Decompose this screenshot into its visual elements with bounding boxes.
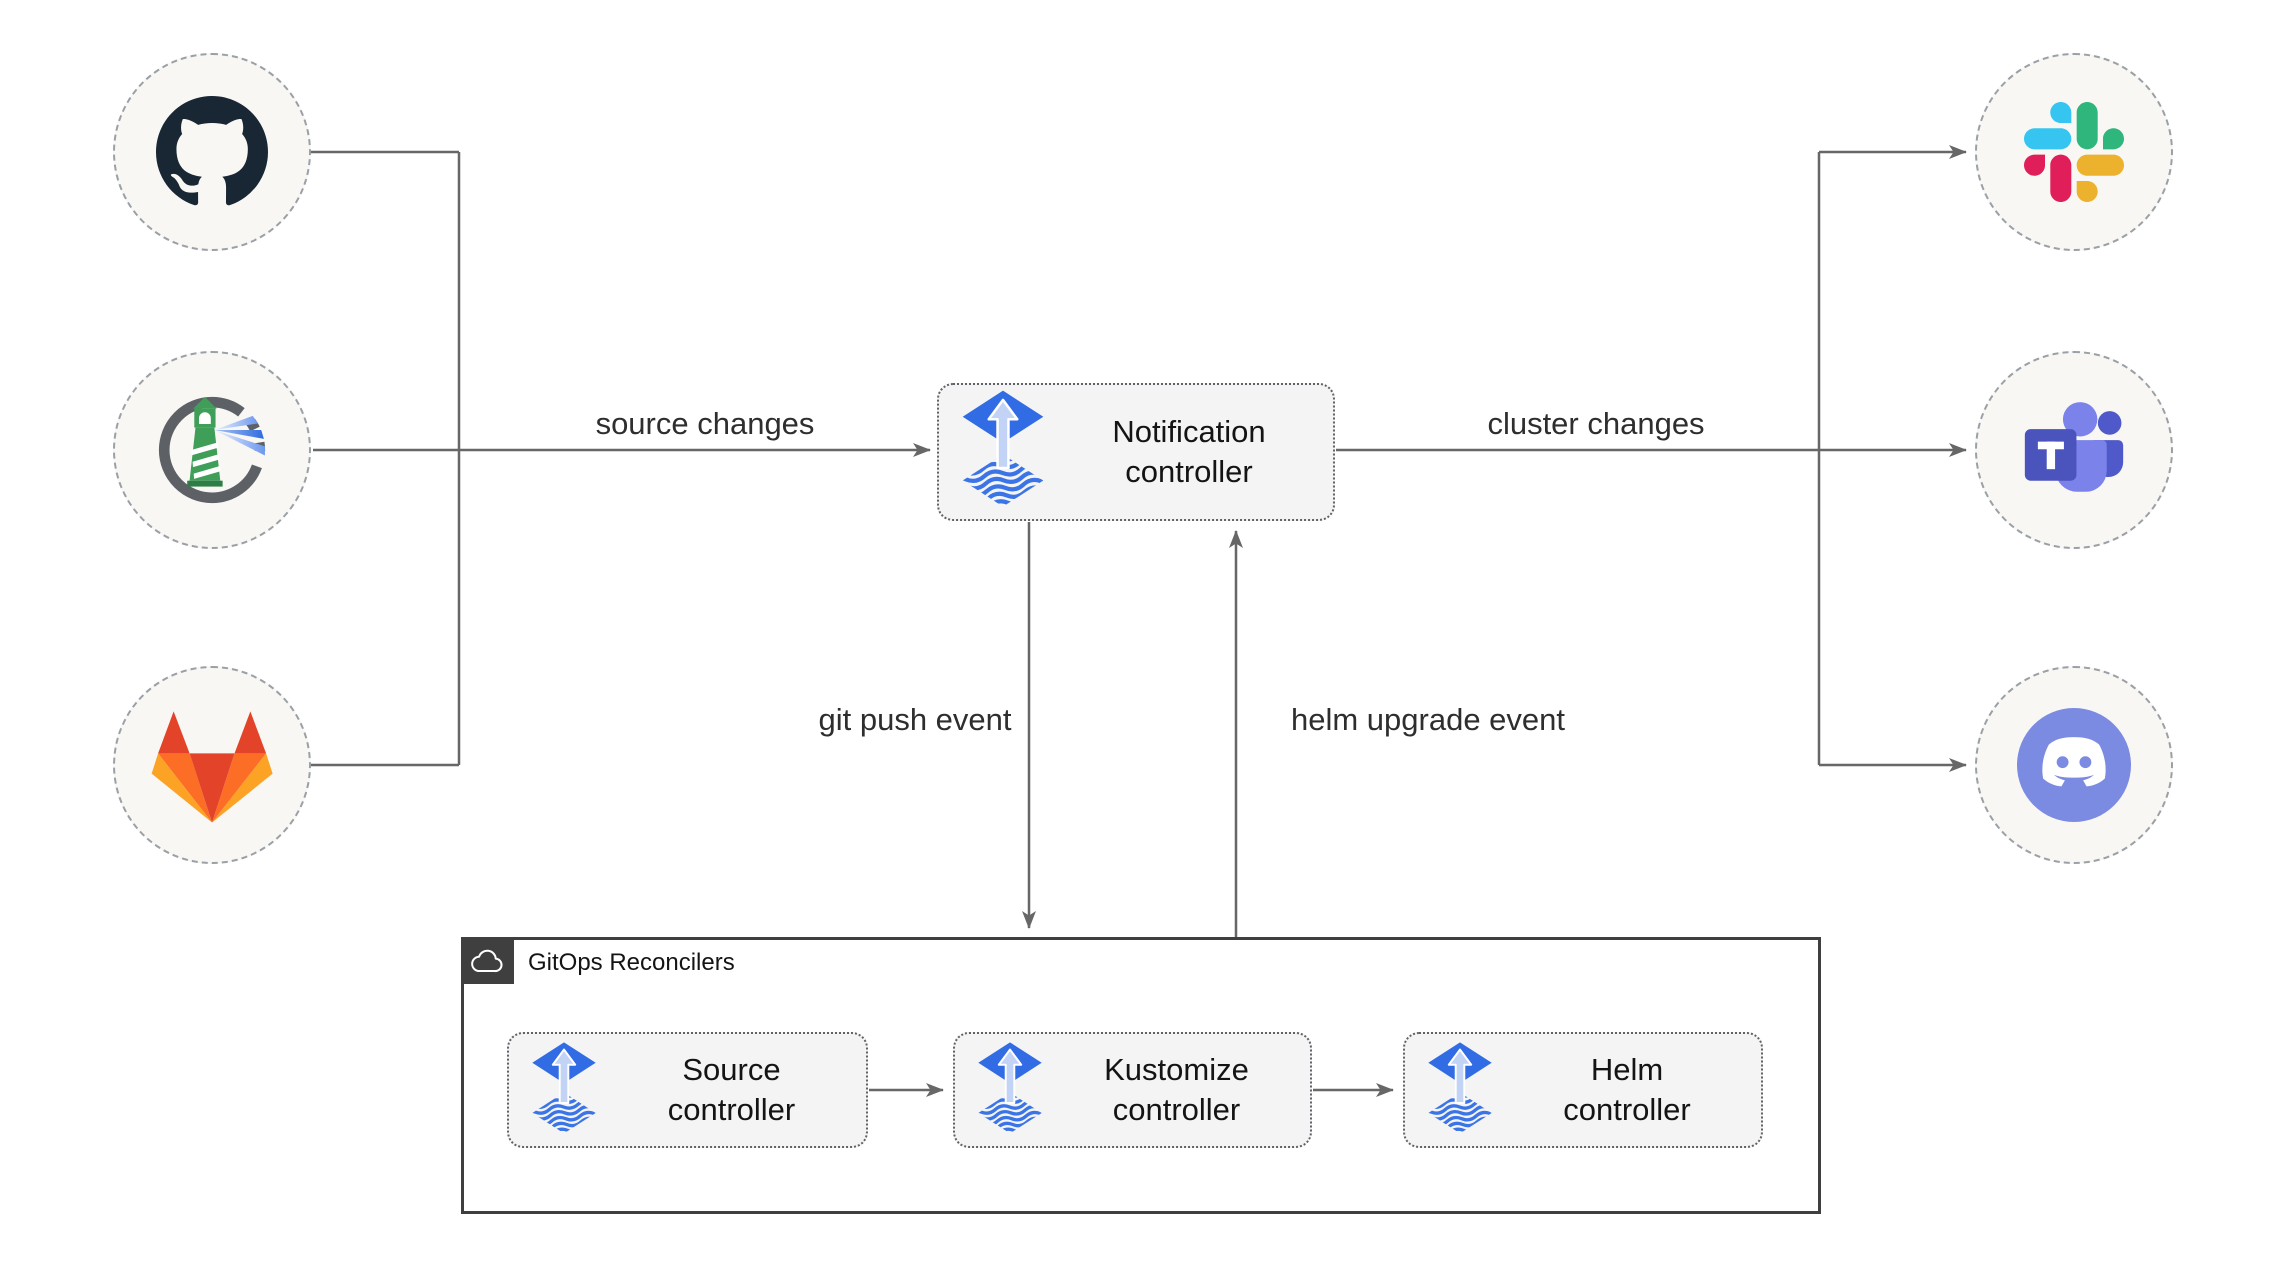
edge-label-helm-upgrade-event: helm upgrade event: [1290, 702, 1566, 737]
flux-logo-icon: [961, 389, 1045, 515]
node-teams: [1975, 351, 2173, 549]
source-controller-label: Source controller: [667, 1051, 796, 1127]
gitops-badge: [461, 937, 514, 984]
edge-label-cluster-changes: cluster changes: [1487, 406, 1705, 441]
kustomize-controller-box: Kustomize controller: [953, 1032, 1312, 1148]
flux-logo-icon: [531, 1041, 597, 1140]
node-gitlab: [113, 666, 311, 864]
gitops-reconcilers-container: GitOps Reconcilers: [461, 937, 1821, 1214]
flux-logo-icon: [1427, 1041, 1493, 1140]
notification-controller-box: Notification controller: [937, 383, 1335, 521]
cloud-icon: [470, 949, 503, 972]
github-icon: [156, 96, 268, 206]
teams-icon: [2024, 402, 2124, 492]
node-slack: [1975, 53, 2173, 251]
discord-icon: [2017, 708, 2131, 822]
edge-label-source-changes: source changes: [595, 406, 815, 441]
gitops-reconcilers-title: GitOps Reconcilers: [528, 949, 735, 976]
source-controller-box: Source controller: [507, 1032, 868, 1148]
edge-label-git-push-event: git push event: [818, 702, 1012, 737]
node-discord: [1975, 666, 2173, 864]
flux-logo-icon: [977, 1041, 1043, 1140]
slack-icon: [2024, 102, 2124, 202]
harbor-icon: [158, 396, 266, 504]
node-github: [113, 53, 311, 251]
notification-controller-label: Notification controller: [1112, 413, 1266, 489]
kustomize-controller-label: Kustomize controller: [1104, 1051, 1249, 1127]
node-harbor: [113, 351, 311, 549]
helm-controller-box: Helm controller: [1403, 1032, 1763, 1148]
helm-controller-label: Helm controller: [1563, 1051, 1691, 1127]
gitlab-icon: [151, 710, 273, 822]
